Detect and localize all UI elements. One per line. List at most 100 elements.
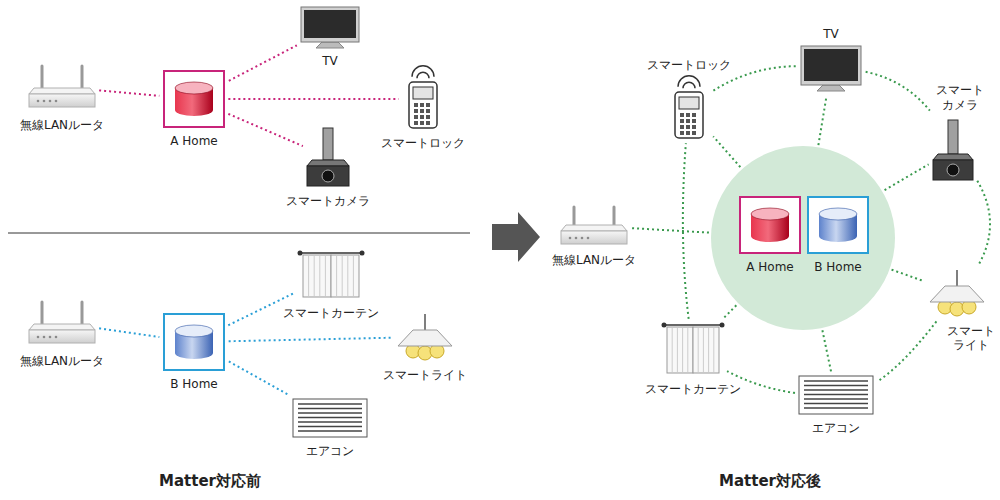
hub-frame bbox=[164, 71, 224, 127]
device-label: スマートロック bbox=[647, 58, 731, 72]
device-label: スマート ライト bbox=[945, 324, 997, 353]
connector bbox=[229, 361, 289, 394]
camera-lens bbox=[947, 164, 959, 176]
led bbox=[43, 336, 46, 339]
device-label: エアコン bbox=[812, 421, 860, 435]
tv-bezel bbox=[801, 46, 861, 85]
tv-bezel bbox=[301, 7, 359, 42]
device-label: スマートカーテン bbox=[645, 382, 741, 396]
cylinder-top bbox=[175, 82, 213, 94]
signal-wave bbox=[417, 72, 429, 78]
curtain-fold bbox=[698, 328, 699, 372]
key bbox=[426, 115, 430, 119]
connector bbox=[99, 90, 159, 95]
aircon-slat bbox=[298, 430, 362, 432]
curtain-fold bbox=[319, 256, 320, 296]
key bbox=[686, 125, 690, 129]
aircon-slat bbox=[298, 408, 362, 410]
connector bbox=[683, 143, 689, 319]
led bbox=[37, 336, 40, 339]
connector bbox=[632, 228, 709, 232]
led bbox=[575, 237, 578, 240]
curtain-fold bbox=[308, 256, 309, 296]
connector bbox=[866, 72, 930, 111]
device-node: 無線LANルータ bbox=[28, 300, 96, 346]
router-body bbox=[561, 231, 627, 244]
antenna bbox=[41, 302, 44, 324]
device-node: A Home bbox=[163, 70, 225, 128]
camera-icon bbox=[932, 118, 974, 182]
key bbox=[680, 113, 684, 117]
hubB-icon bbox=[807, 196, 869, 254]
led bbox=[569, 237, 572, 240]
key bbox=[426, 109, 430, 113]
aircon-icon bbox=[798, 375, 874, 415]
connector bbox=[892, 270, 925, 282]
curtain-fold bbox=[682, 328, 683, 372]
lock-icon bbox=[402, 68, 444, 130]
section-caption: Matter対応後 bbox=[719, 472, 821, 491]
key bbox=[692, 131, 696, 135]
router-top bbox=[29, 88, 95, 94]
device-label: B Home bbox=[170, 377, 217, 391]
device-node: B Home bbox=[807, 196, 869, 254]
hub-circle: A HomeB Home bbox=[711, 146, 895, 330]
device-node: スマート カメラ bbox=[932, 118, 974, 182]
curtain-fold bbox=[353, 256, 354, 296]
aircon-slat bbox=[804, 398, 868, 400]
aircon-slat bbox=[298, 403, 362, 405]
connector bbox=[228, 114, 303, 146]
curtain-fold bbox=[314, 256, 315, 296]
curtain-fold bbox=[336, 256, 337, 296]
router-icon bbox=[28, 300, 96, 346]
connector bbox=[99, 328, 159, 337]
router-top bbox=[29, 324, 95, 330]
rod-end bbox=[360, 251, 365, 256]
camera-lens-tube bbox=[948, 120, 958, 154]
led bbox=[55, 100, 58, 103]
connector bbox=[885, 164, 929, 190]
connector bbox=[822, 330, 831, 371]
lamp-shade bbox=[398, 330, 452, 346]
curtain-panel bbox=[303, 255, 331, 297]
tv-screen bbox=[804, 49, 858, 81]
device-label: A Home bbox=[170, 134, 217, 148]
aircon-body bbox=[293, 399, 367, 437]
signal-wave bbox=[678, 76, 700, 87]
key bbox=[420, 109, 424, 113]
antenna bbox=[956, 270, 958, 286]
aircon-icon bbox=[292, 398, 368, 438]
aircon-slat bbox=[804, 403, 868, 405]
lamp-shade bbox=[930, 286, 984, 302]
device-node: スマートロック bbox=[402, 68, 444, 130]
tv-stand bbox=[817, 85, 845, 91]
hubA-icon bbox=[163, 70, 225, 128]
curtain-fold bbox=[325, 256, 326, 296]
camera-lens-tube bbox=[323, 128, 333, 160]
aircon-slat bbox=[804, 385, 868, 387]
cylinder-top bbox=[819, 208, 857, 220]
antenna bbox=[424, 314, 426, 330]
key bbox=[686, 113, 690, 117]
router-body bbox=[29, 94, 95, 107]
connector bbox=[877, 321, 936, 381]
tv-icon bbox=[800, 45, 862, 93]
divider-line bbox=[8, 233, 470, 234]
aircon-body bbox=[799, 376, 873, 414]
connector bbox=[229, 45, 297, 81]
router-icon bbox=[560, 205, 628, 247]
key bbox=[692, 125, 696, 129]
tv-screen bbox=[304, 10, 356, 38]
key bbox=[420, 115, 424, 119]
key bbox=[426, 103, 430, 107]
signal-wave bbox=[412, 66, 434, 77]
aircon-slat bbox=[298, 426, 362, 428]
led bbox=[49, 100, 52, 103]
cylinder-bottom bbox=[175, 104, 213, 116]
device-label: 無線LANルータ bbox=[20, 118, 104, 132]
curtain-fold bbox=[687, 328, 688, 372]
signal-wave bbox=[683, 82, 695, 88]
device-label: スマートライト bbox=[383, 368, 467, 382]
device-label: TV bbox=[322, 54, 338, 68]
camera-icon bbox=[306, 126, 350, 188]
